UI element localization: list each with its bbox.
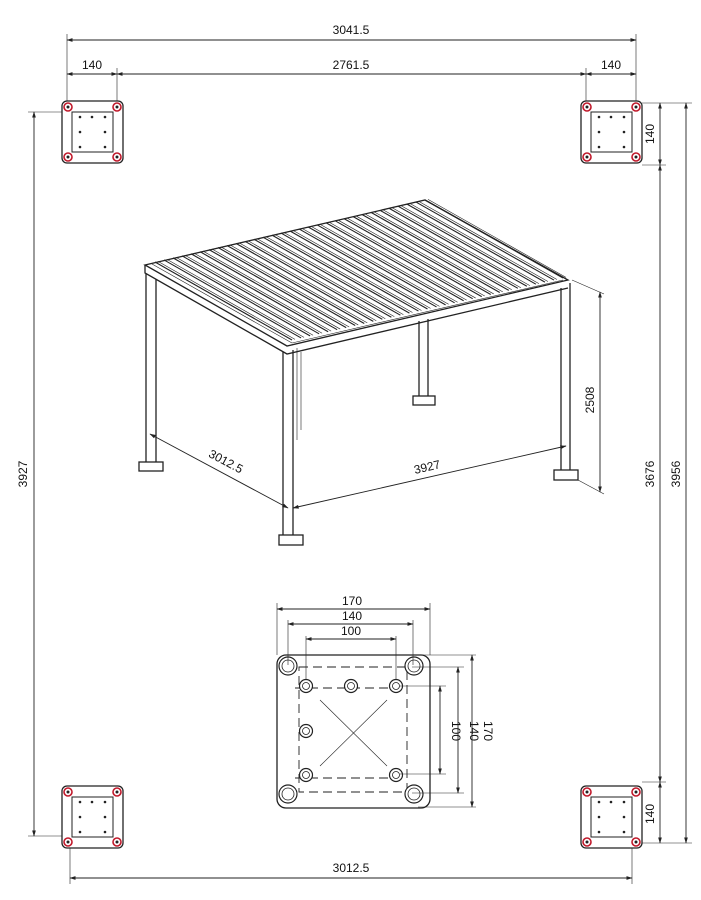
inner-hole <box>298 767 314 783</box>
louver-slat <box>208 249 347 329</box>
dim-detail-h100: 100 <box>449 721 463 741</box>
roof-outline <box>143 199 570 347</box>
dim-top-right-plate: 140 <box>601 58 621 72</box>
louver-slat <box>271 234 410 314</box>
louver-slat <box>235 242 374 322</box>
inner-hole <box>298 723 314 739</box>
louver-slat <box>298 228 437 308</box>
louver-slat <box>190 253 329 333</box>
louver-slat <box>334 220 473 300</box>
louver-slat <box>262 236 401 316</box>
dim-detail-w140: 140 <box>342 609 362 623</box>
dim-detail-w100: 100 <box>341 624 361 638</box>
louver-slat <box>154 261 293 341</box>
roof-louvers <box>154 199 567 341</box>
base-plates <box>61 100 643 849</box>
dim-top-left-plate: 140 <box>82 58 102 72</box>
dim-iso-height: 2508 <box>583 386 597 413</box>
inner-hole <box>298 678 314 694</box>
post-front-middle <box>278 348 304 546</box>
louver-slat <box>397 205 537 285</box>
dim-bottom-total: 3012.5 <box>333 861 370 875</box>
louver-slat <box>199 251 338 331</box>
louver-slat <box>244 240 383 320</box>
inner-hole <box>388 767 404 783</box>
louver-slat <box>379 209 519 289</box>
dim-iso-depth: 3012.5 <box>206 447 245 477</box>
louver-slat <box>388 207 528 287</box>
base-plate-bottom-left <box>61 785 124 849</box>
louver-slat <box>406 203 546 283</box>
base-plate-top-right <box>580 100 643 164</box>
louver-slat <box>163 259 302 339</box>
top-dimensions: 3041.5 140 2761.5 140 <box>66 23 637 104</box>
louver-slat <box>325 222 464 302</box>
dim-detail-w170: 170 <box>342 594 362 608</box>
louver-slat <box>361 213 501 293</box>
dim-iso-width: 3927 <box>413 457 442 477</box>
louver-slat <box>181 255 320 335</box>
dim-top-between: 2761.5 <box>333 58 370 72</box>
base-plate-top-left <box>61 100 124 164</box>
louver-slat <box>307 226 446 306</box>
louver-slat <box>316 224 455 304</box>
dim-top-total: 3041.5 <box>333 23 370 37</box>
pergola-isometric: 3012.5 3927 2508 <box>138 199 605 546</box>
louver-slat <box>280 232 419 312</box>
louver-slat <box>370 211 510 291</box>
detail-plate-outline <box>276 654 431 809</box>
louver-slat <box>415 201 555 281</box>
dim-right-outer: 3956 <box>669 460 683 487</box>
louver-slat <box>172 257 311 337</box>
louver-slat <box>352 216 492 296</box>
base-plate-detail: 170 140 100 100 140 170 <box>276 594 495 809</box>
post-front-left <box>138 274 164 472</box>
dim-right-inner: 3676 <box>643 460 657 487</box>
louver-slat <box>226 244 365 324</box>
post-back-middle <box>412 319 436 406</box>
inner-hole <box>343 678 359 694</box>
louver-slat <box>424 199 564 279</box>
bottom-dimension: 3012.5 <box>69 848 633 884</box>
louver-slat <box>289 230 428 310</box>
right-dimensions: 140 3676 140 3956 <box>642 102 692 844</box>
left-dimension: 3927 <box>16 111 62 837</box>
louver-slat <box>217 247 356 327</box>
dim-right-plate-bottom: 140 <box>643 804 657 824</box>
louver-slat <box>343 218 482 298</box>
post-right <box>553 283 579 481</box>
dim-detail-h170: 170 <box>481 721 495 741</box>
detail-bolt-holes <box>278 656 424 804</box>
dim-detail-h140: 140 <box>467 721 481 741</box>
louver-slat <box>253 238 392 318</box>
dim-left-total: 3927 <box>16 460 30 487</box>
dim-right-plate-top: 140 <box>643 124 657 144</box>
base-plate-bottom-right <box>580 785 643 849</box>
